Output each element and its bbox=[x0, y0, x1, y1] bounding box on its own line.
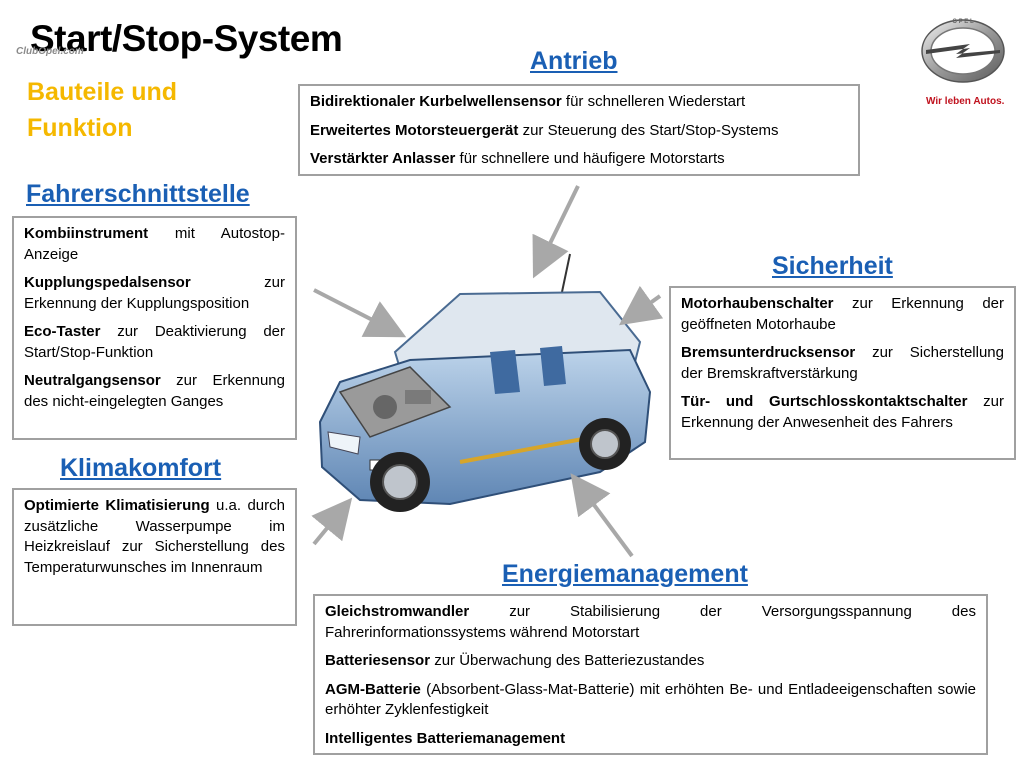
list-item: Eco-Taster zur Deaktivierung der Start/S… bbox=[24, 323, 285, 361]
list-item: Kupplungspedalsensor zur Erkennung der K… bbox=[24, 274, 285, 312]
list-item: Intelligentes Batteriemanagement bbox=[325, 729, 566, 747]
box-energiemanagement: Gleichstromwandler zur Stabilisierung de… bbox=[313, 594, 988, 755]
heading-antrieb: Antrieb bbox=[530, 47, 618, 75]
list-item: Erweitertes Motorsteuergerät zur Steueru… bbox=[310, 121, 779, 139]
box-sicherheit: Motorhaubenschalter zur Erkennung der ge… bbox=[669, 286, 1016, 460]
watermark: ClubOpel.com bbox=[16, 46, 84, 57]
subtitle-line-2: Funktion bbox=[27, 114, 133, 142]
list-item: AGM-Batterie (Absorbent-Glass-Mat-Batter… bbox=[325, 680, 976, 719]
box-klimakomfort: Optimierte Klimatisierung u.a. durch zus… bbox=[12, 488, 297, 626]
svg-text:O P E L: O P E L bbox=[952, 19, 974, 25]
page-title: Start/Stop-System bbox=[30, 18, 343, 59]
heading-sicherheit: Sicherheit bbox=[772, 252, 893, 280]
subtitle-line-1: Bauteile und bbox=[27, 78, 178, 106]
list-item: Bremsunterdrucksensor zur Sicherstellung… bbox=[681, 344, 1004, 382]
page-subtitle: Bauteile und Funktion bbox=[27, 74, 177, 146]
heading-fahrerschnittstelle: Fahrerschnittstelle bbox=[26, 180, 250, 208]
heading-energiemanagement: Energiemanagement bbox=[502, 560, 748, 588]
list-item: Neutralgangsensor zur Erkennung des nich… bbox=[24, 372, 285, 410]
box-antrieb: Bidirektionaler Kurbelwellensensor für s… bbox=[298, 84, 860, 176]
list-item: Gleichstromwandler zur Stabilisierung de… bbox=[325, 603, 976, 641]
list-item: Motorhaubenschalter zur Erkennung der ge… bbox=[681, 295, 1004, 333]
opel-blitz-logo-icon: O P E L bbox=[921, 19, 1005, 83]
heading-klimakomfort: Klimakomfort bbox=[60, 454, 222, 482]
list-item: Bidirektionaler Kurbelwellensensor für s… bbox=[310, 93, 746, 110]
list-item: Batteriesensor zur Überwachung des Batte… bbox=[325, 652, 705, 669]
box-fahrerschnittstelle: Kombiinstrument mit Autostop-Anzeige Kup… bbox=[12, 216, 297, 440]
list-item: Verstärkter Anlasser für schnellere und … bbox=[310, 150, 725, 167]
car-cutaway-illustration-icon bbox=[318, 253, 652, 512]
list-item: Optimierte Klimatisierung u.a. durch zus… bbox=[24, 497, 285, 576]
list-item: Tür- und Gurtschlosskontaktschalter zur … bbox=[681, 393, 1004, 431]
logo-slogan: Wir leben Autos. bbox=[926, 96, 1005, 107]
list-item: Kombiinstrument mit Autostop-Anzeige bbox=[24, 225, 285, 263]
